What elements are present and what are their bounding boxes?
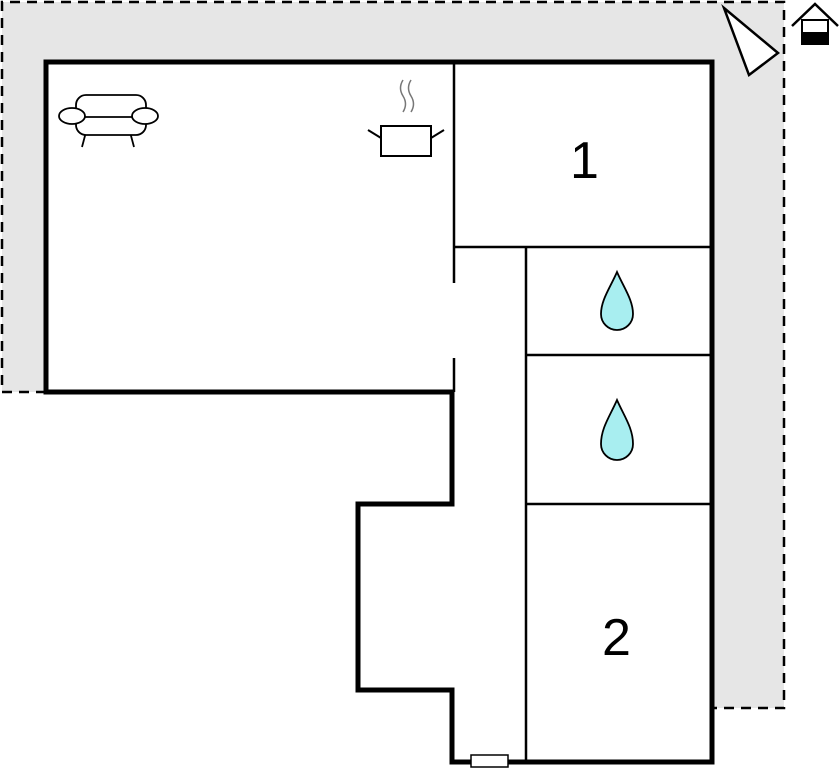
- outer-walls: [43, 59, 715, 765]
- water-drop-icon: [600, 397, 634, 461]
- room-label-2: 2: [602, 609, 631, 667]
- sofa-icon: [58, 94, 159, 148]
- water-drop-icon: [600, 269, 634, 331]
- north-arrow-icon: [721, 4, 781, 78]
- cooking-pot-icon: [367, 79, 445, 157]
- inner-walls: [452, 62, 712, 762]
- room-label-1: 1: [570, 132, 599, 190]
- door-icon: [470, 754, 509, 768]
- house-level-icon: [791, 2, 839, 45]
- terrace-boundary: [0, 0, 786, 710]
